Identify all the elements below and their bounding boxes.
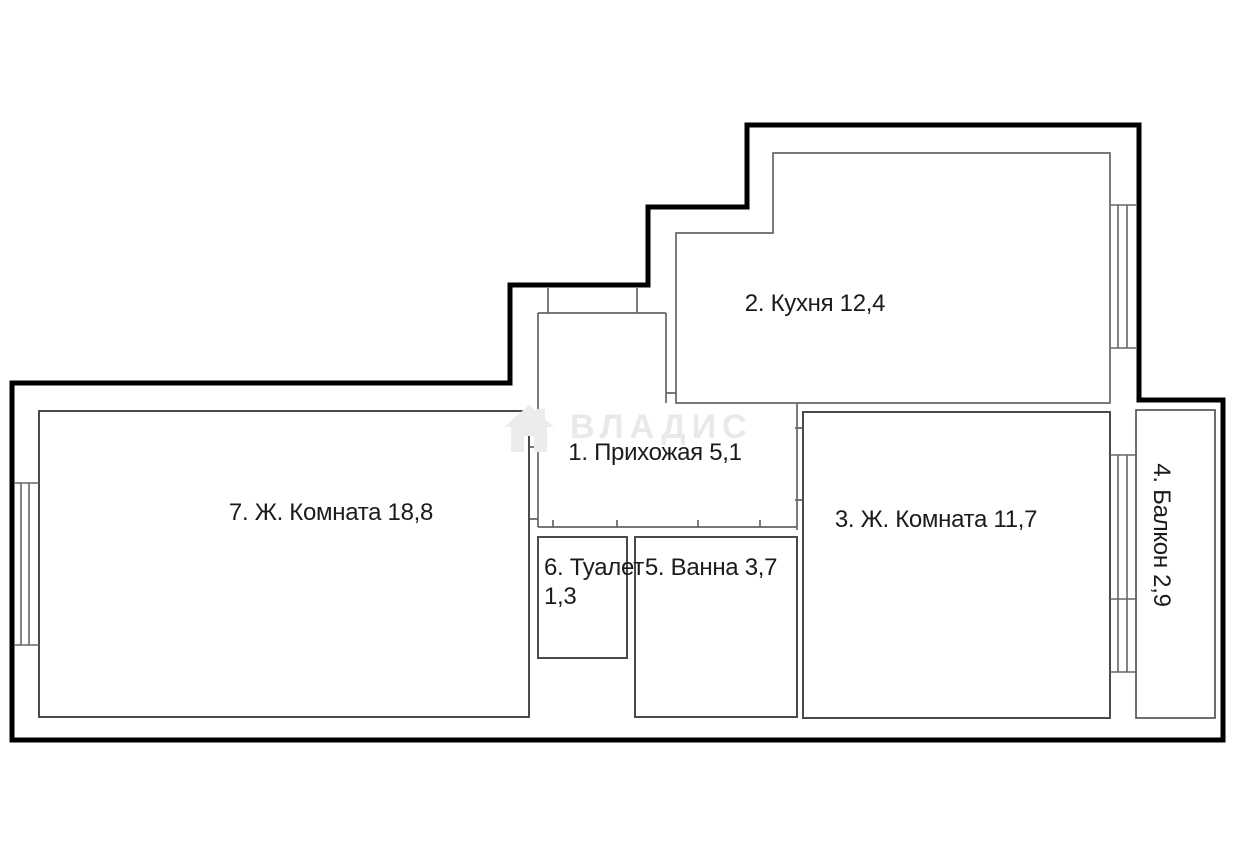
room-label-bath: 5. Ванна 3,7 [644, 554, 778, 581]
living-room-7-box [38, 410, 530, 718]
room-label-toilet-line2: 1,3 [544, 583, 577, 610]
room-label-living-room-7: 7. Ж. Комната 18,8 [228, 499, 434, 526]
window-kitchen [1110, 204, 1136, 349]
room-label-toilet: 6. Туалет 1,3 [544, 553, 654, 611]
balcony-box [1135, 409, 1216, 719]
living-room-3-box [802, 411, 1111, 719]
room-label-toilet-line1: 6. Туалет [544, 554, 644, 581]
toilet-box [537, 536, 628, 659]
outer-walls [9, 122, 1226, 743]
bath-box [634, 536, 798, 718]
room-label-hallway: 1. Прихожая 5,1 [568, 439, 742, 466]
interior-walls [529, 152, 1111, 530]
room-label-balcony: 4. Балкон 2,9 [1148, 463, 1175, 607]
room-label-living-room-3: 3. Ж. Комната 11,7 [834, 506, 1038, 533]
kitchen-wall-outline [675, 152, 1111, 404]
window-balcony-block [1110, 454, 1136, 673]
window-living-room-7 [14, 482, 39, 646]
room-label-kitchen: 2. Кухня 12,4 [744, 290, 886, 317]
hallway-wall-outline [537, 288, 798, 530]
windows [14, 204, 1136, 673]
outer-wall-path [9, 122, 1226, 743]
room-boxes [38, 409, 1216, 719]
